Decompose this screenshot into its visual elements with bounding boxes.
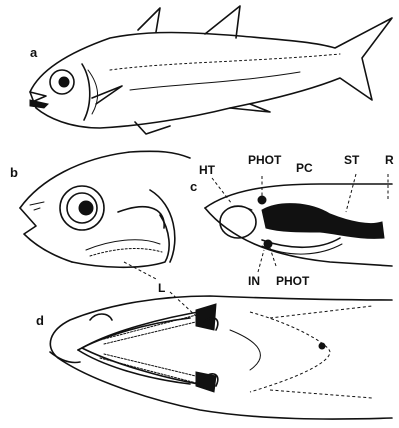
leader-ht bbox=[212, 178, 232, 204]
label-ht: HT bbox=[199, 163, 216, 177]
internal-anatomy-illustration bbox=[205, 184, 392, 266]
label-l: L bbox=[158, 281, 165, 295]
label-in: IN bbox=[248, 274, 260, 288]
fish-head-illustration bbox=[20, 151, 190, 267]
panel-label-c: c bbox=[190, 179, 197, 194]
leader-in bbox=[258, 250, 264, 272]
ventral-view-illustration bbox=[50, 296, 392, 419]
label-phot-bottom: PHOT bbox=[276, 274, 310, 288]
label-phot-top: PHOT bbox=[248, 153, 282, 167]
panel-label-a: a bbox=[30, 45, 38, 60]
panel-label-d: d bbox=[36, 313, 44, 328]
panel-label-b: b bbox=[10, 165, 18, 180]
fish-whole-illustration bbox=[30, 6, 392, 134]
label-pc: PC bbox=[296, 161, 313, 175]
label-r: R bbox=[385, 153, 394, 167]
leader-st bbox=[346, 174, 356, 212]
label-st: ST bbox=[344, 153, 360, 167]
